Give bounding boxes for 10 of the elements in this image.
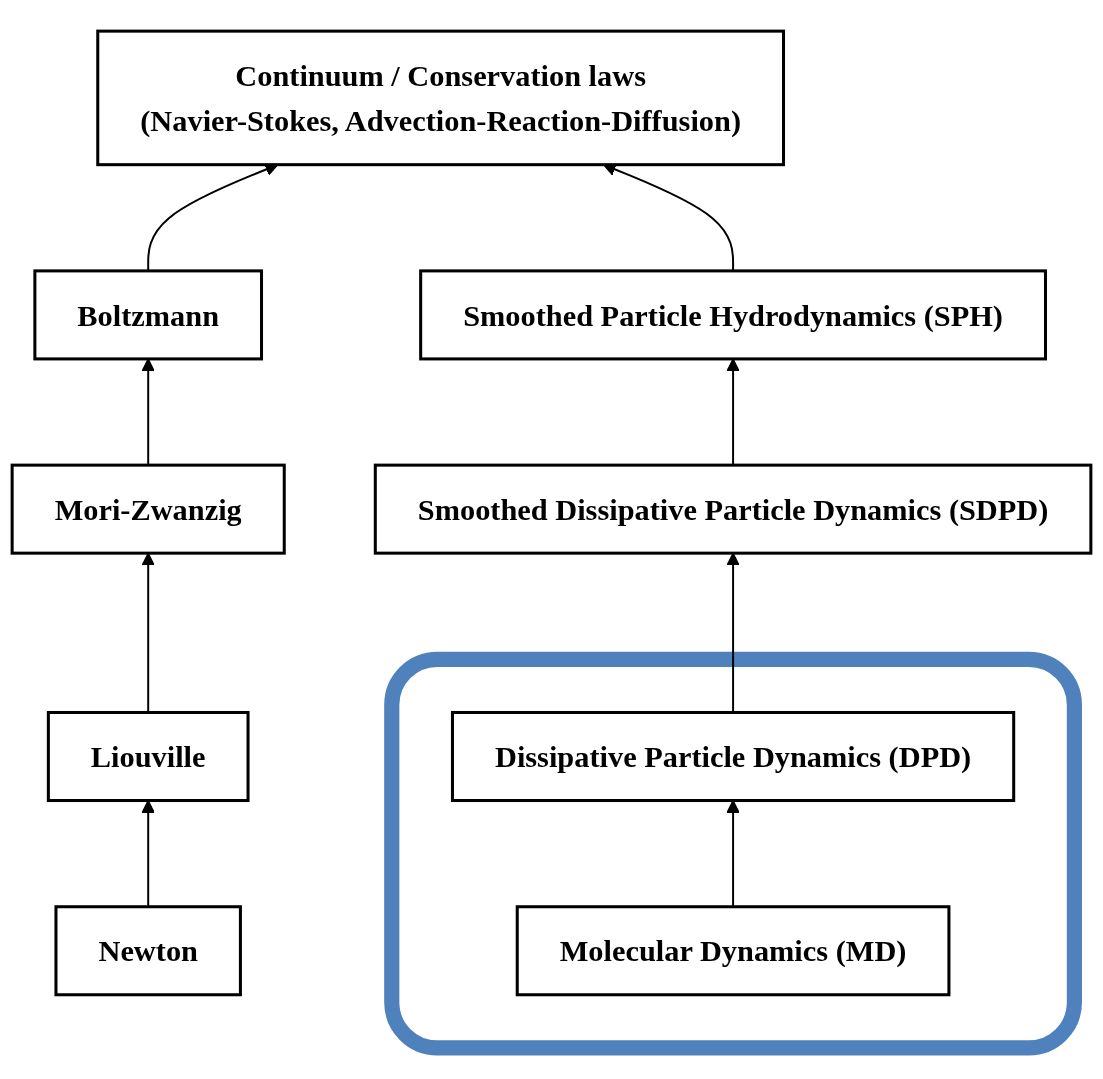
node-box: Continuum / Conservation laws (Navier-Stokes, Advection-Reaction-Diffusion) xyxy=(96,29,786,167)
node-box: Smoothed Particle Hydrodynamics (SPH) xyxy=(419,269,1047,361)
node-box: Liouville xyxy=(46,711,250,803)
node-box: Mori-Zwanzig xyxy=(10,463,286,555)
node-box: Dissipative Particle Dynamics (DPD) xyxy=(450,711,1016,803)
node-box: Molecular Dynamics (MD) xyxy=(515,905,951,997)
cluster xyxy=(384,651,1082,1056)
node-box: Boltzmann xyxy=(33,269,264,361)
node-box: Smoothed Dissipative Particle Dynamics (SDPD) xyxy=(373,463,1093,555)
node-box: Newton xyxy=(54,905,242,997)
